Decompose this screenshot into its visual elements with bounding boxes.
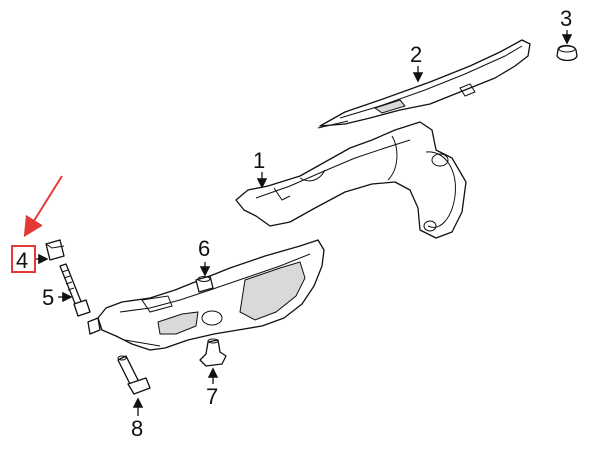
- clip-part-3: [556, 44, 578, 62]
- lower-heat-shield-assembly: [87, 239, 325, 351]
- stud-part-5: [59, 263, 91, 317]
- manifold-heat-shield-part-1: [235, 121, 467, 239]
- callout-5: 5: [42, 285, 54, 310]
- callout-7: 7: [206, 384, 218, 409]
- clip-part-7: [199, 338, 227, 367]
- callout-8: 8: [131, 416, 143, 441]
- callout-4: 4: [16, 248, 28, 273]
- highlight-box: [11, 245, 36, 273]
- upper-heat-shield-part-2: [317, 39, 531, 129]
- callout-6: 6: [198, 236, 210, 261]
- nut-part-4: [45, 239, 65, 261]
- callout-1: 1: [253, 148, 265, 173]
- bolt-part-8: [117, 355, 151, 395]
- callout-2: 2: [410, 42, 422, 67]
- highlight-arrow: [23, 175, 63, 238]
- callout-3: 3: [560, 6, 572, 31]
